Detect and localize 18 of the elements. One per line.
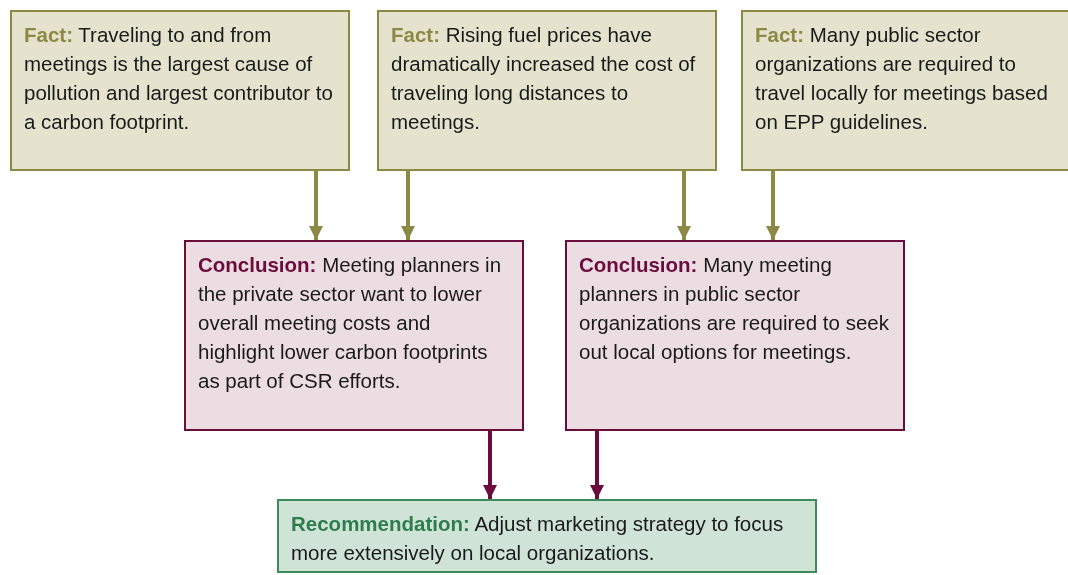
node-text: Fact: Traveling to and from meetings is the largest cause of pollution and largest contributor to a carbon footprint.	[24, 22, 334, 135]
node-text: Fact: Rising fuel prices have dramatically increased the cost of traveling long distances to meetings.	[391, 22, 697, 135]
arrow	[766, 171, 780, 240]
arrow	[590, 431, 604, 499]
fact-box	[377, 10, 717, 171]
node-text: Fact: Many public sector organizations are required to travel locally for meetings based on EPP guidelines.	[755, 22, 1049, 135]
fact-box	[10, 10, 350, 171]
conclusion-box	[565, 240, 905, 431]
node-text: Conclusion: Meeting planners in the private sector want to lower overall meeting costs and highlight lower carbon footprints as part of CSR efforts.	[198, 252, 503, 394]
recommendation-box	[277, 499, 817, 573]
node-text: Conclusion: Many meeting planners in public sector organizations are required to seek out local options for meetings.	[579, 252, 890, 365]
conclusion-box	[184, 240, 524, 431]
arrow	[677, 171, 691, 240]
arrow	[483, 431, 497, 499]
arrow	[401, 171, 415, 240]
arrow	[309, 171, 323, 240]
node-text: Recommendation: Adjust marketing strategy to focus more extensively on local organizations.	[291, 511, 785, 566]
fact-box	[741, 10, 1068, 171]
